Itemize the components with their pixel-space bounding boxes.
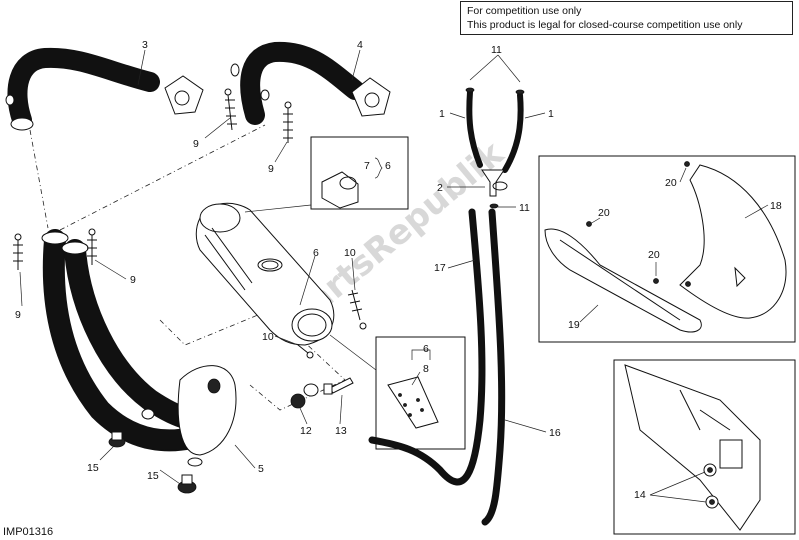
callout-1-a: 1 <box>439 108 445 120</box>
callout-7: 7 <box>364 160 370 172</box>
t-fitting-2 <box>481 169 508 197</box>
callout-20-c: 20 <box>648 249 660 261</box>
callout-19: 19 <box>568 319 580 331</box>
collector-pipe-5 <box>41 229 237 467</box>
spring-10-lower <box>297 344 314 359</box>
spring-9-top-right <box>283 101 293 143</box>
callout-3: 3 <box>142 39 148 51</box>
callout-16: 16 <box>549 427 561 439</box>
callout-14: 14 <box>634 489 646 501</box>
callout-6-c: 6 <box>423 343 429 355</box>
callout-2: 2 <box>437 182 443 194</box>
silencer-6 <box>195 202 335 346</box>
rubber-mount-15-b <box>177 474 197 494</box>
nut-12 <box>290 383 319 409</box>
callout-15-b: 15 <box>147 470 159 482</box>
callout-10-b: 10 <box>262 331 274 343</box>
inset-gasket-7 <box>244 136 409 213</box>
callout-9-b: 9 <box>268 163 274 175</box>
callout-4: 4 <box>357 39 363 51</box>
leader-lines <box>19 49 769 503</box>
callout-10-a: 10 <box>344 247 356 259</box>
hose-1-left <box>466 89 483 168</box>
callout-20-b: 20 <box>598 207 610 219</box>
callout-20-a: 20 <box>665 177 677 189</box>
fairing-panel-box <box>538 155 796 343</box>
callout-6-b: 6 <box>313 247 319 259</box>
callout-18: 18 <box>770 200 782 212</box>
callout-6-a: 6 <box>385 160 391 172</box>
spring-9-lower-left <box>13 233 23 270</box>
callout-1-b: 1 <box>548 108 554 120</box>
diagram-code: IMP01316 <box>3 526 54 538</box>
bolt-13 <box>323 377 354 395</box>
callout-11-a: 11 <box>491 44 502 56</box>
callout-9-c: 9 <box>15 309 21 321</box>
hose-clip-11-a <box>465 87 475 93</box>
callout-9-a: 9 <box>193 138 199 150</box>
callout-17: 17 <box>434 262 446 274</box>
header-pipe-3 <box>5 47 204 131</box>
notice-line-1: For competition use only <box>467 5 582 17</box>
notice-line-2: This product is legal for closed-course … <box>467 19 743 31</box>
spring-10 <box>347 289 367 330</box>
spring-9-lower-right <box>87 228 97 265</box>
callout-11-b: 11 <box>519 202 530 214</box>
competition-notice: For competition use only This product is… <box>460 1 793 35</box>
hose-clip-11-b <box>515 89 525 95</box>
callout-9-d: 9 <box>130 274 136 286</box>
header-pipe-4 <box>230 41 391 125</box>
callout-13: 13 <box>335 425 347 437</box>
callout-5: 5 <box>258 463 264 475</box>
inset-insert-8 <box>329 334 466 450</box>
callout-12: 12 <box>300 425 312 437</box>
callout-15-a: 15 <box>87 462 99 474</box>
hose-1-right <box>502 92 524 173</box>
callout-8: 8 <box>423 363 429 375</box>
hose-clip-11-c <box>489 203 499 209</box>
spring-9-top-left <box>224 88 237 131</box>
frame-detail-box <box>613 359 796 535</box>
breather-hose-16-17 <box>368 208 506 526</box>
rubber-mount-15-a <box>108 431 126 448</box>
